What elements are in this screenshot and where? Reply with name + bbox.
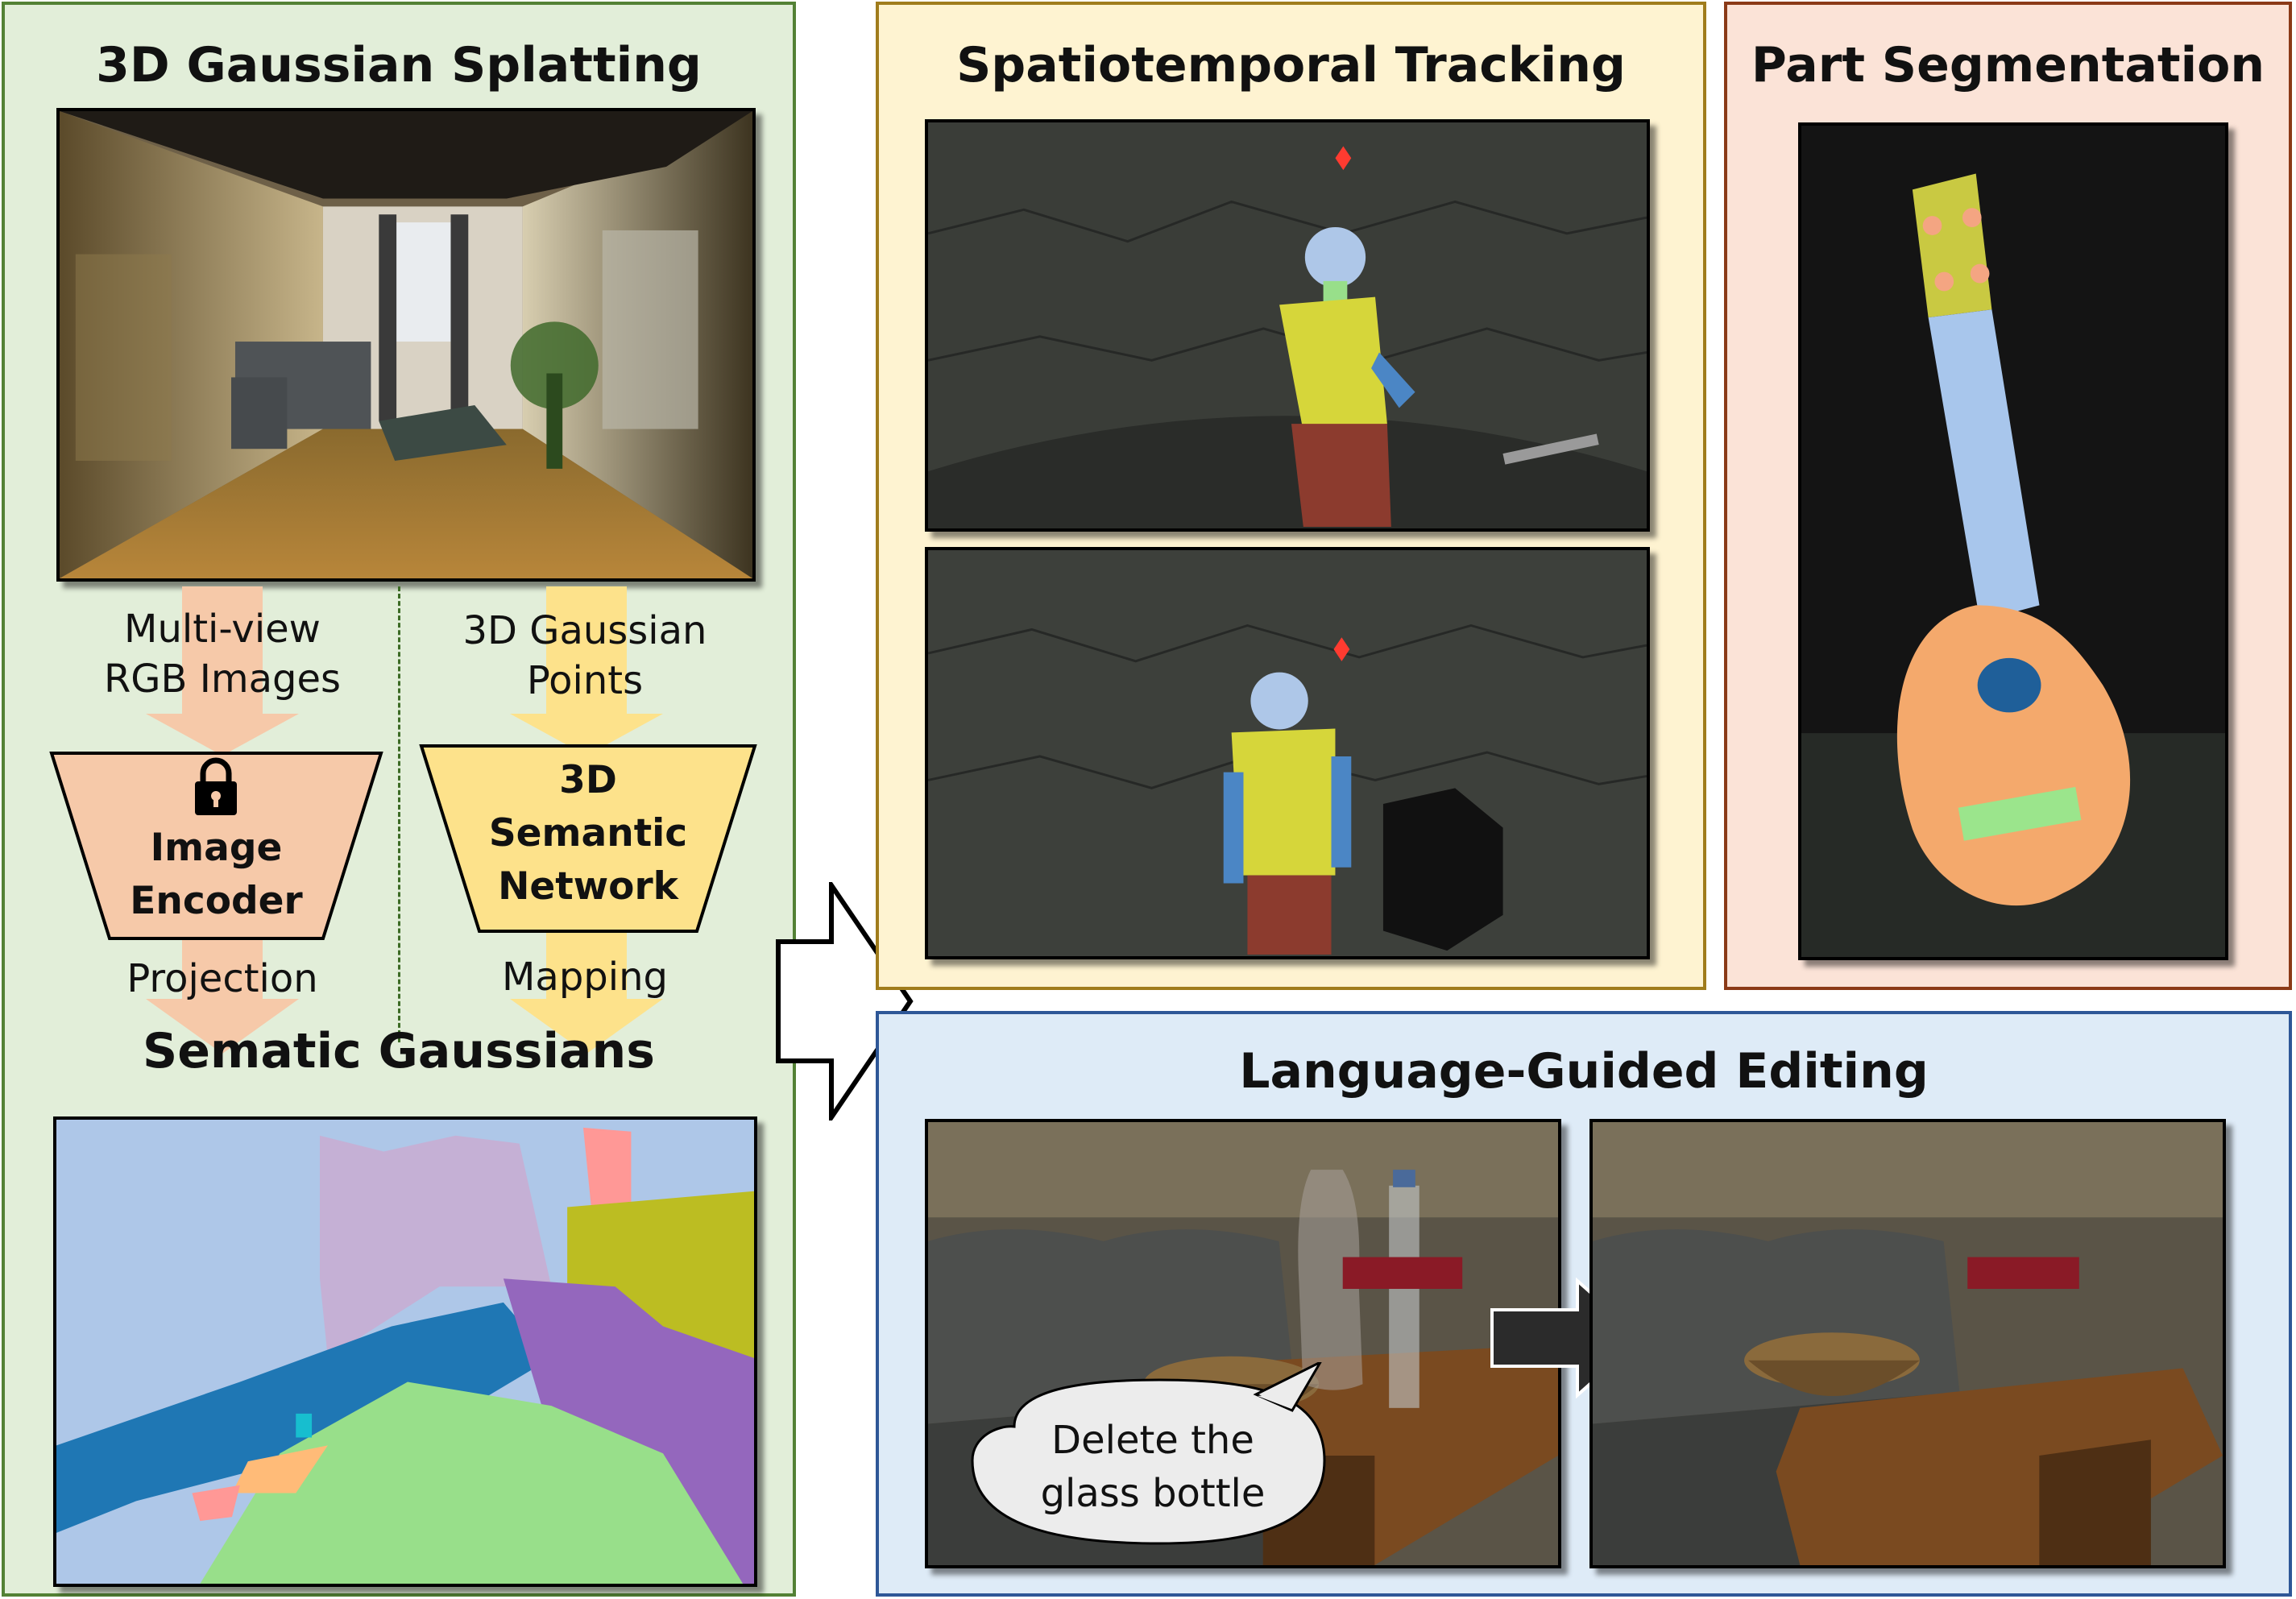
part-segmentation-title: Part Segmentation [1727, 37, 2289, 93]
semantic-gaussians-title: Sematic Gaussians [5, 1023, 793, 1079]
semantic-gaussians-image [53, 1116, 757, 1587]
room-render-image [56, 108, 756, 582]
editing-panel: Language-Guided Editing Delete the glass… [876, 1011, 2292, 1597]
multi-view-label: Multi-view RGB Images [61, 604, 383, 704]
ukulele-image [1798, 122, 2228, 960]
projection-label: Projection [61, 954, 383, 1004]
tracking-title: Spatiotemporal Tracking [879, 37, 1703, 93]
lock-icon [190, 754, 242, 818]
editing-title: Language-Guided Editing [879, 1043, 2289, 1100]
tracking-panel: Spatiotemporal Tracking [876, 2, 1706, 990]
image-encoder-label: Image Encoder [49, 822, 383, 928]
tracking-frame-2 [925, 547, 1650, 959]
dashed-divider [398, 586, 400, 1042]
gaussian-splatting-panel: 3D Gaussian Splatting [2, 2, 796, 1597]
gaussian-splatting-title: 3D Gaussian Splatting [5, 37, 793, 93]
part-segmentation-panel: Part Segmentation [1724, 2, 2292, 990]
speech-text: Delete the glass bottle [984, 1414, 1322, 1520]
mapping-label: Mapping [424, 952, 746, 1002]
semantic-network-label: 3D Semantic Network [419, 754, 757, 913]
edit-after-image [1589, 1119, 2226, 1568]
tracking-frame-1 [925, 119, 1650, 532]
gaussian-points-label: 3D Gaussian Points [424, 606, 746, 706]
